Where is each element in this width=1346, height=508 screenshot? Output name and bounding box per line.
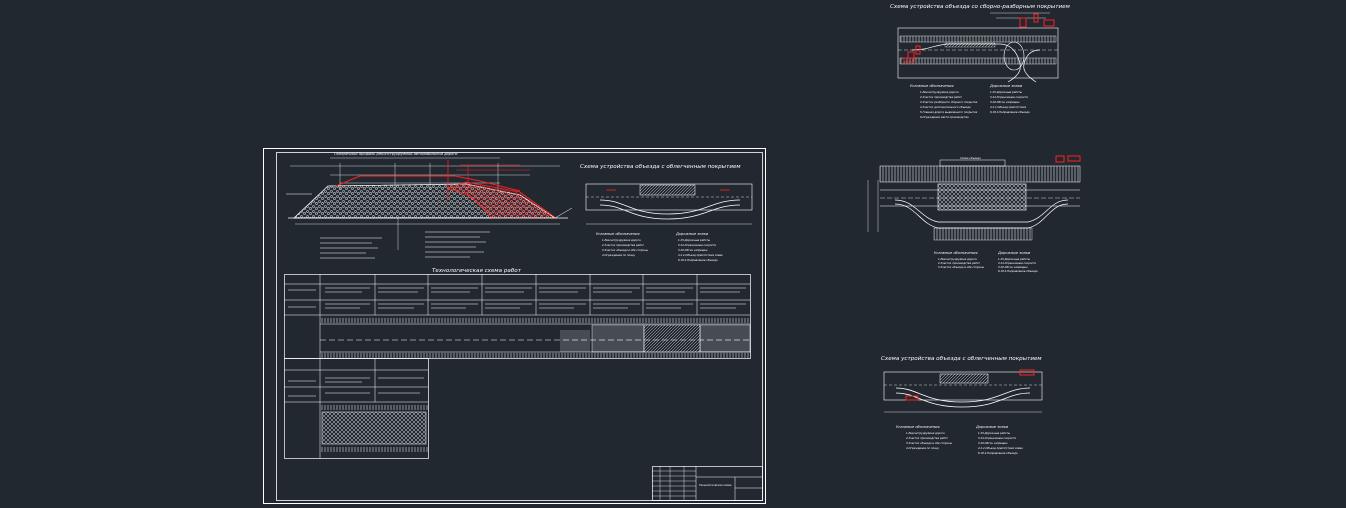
right-top-legend-item: 3-Участок разборного сборного покрытия (920, 100, 978, 104)
right-bottom-legend-left-title: Условные обозначения (896, 425, 940, 429)
detour-scheme-title: Схема устройства объезда с облегченным п… (580, 164, 741, 170)
right-middle-box-label: Схема объезда (960, 156, 981, 160)
right-top-legend-item: 4-Участок дополнительного объезда (920, 105, 971, 109)
main-legend-left-item: 2-Участок производства работ (602, 243, 644, 247)
right-top-legend-right-title: Дорожные знаки (989, 84, 1023, 88)
road-cross-section: Поперечный профиль реконструируемой авто… (286, 152, 573, 259)
right-middle-legend-right-item: 1.25-Дорожные работы (998, 257, 1030, 261)
right-middle-legend-right-item: 3.24-Ограничение скорости (998, 261, 1036, 265)
right-top-legend-right-item: 6.18.2-Направление объезда (990, 110, 1030, 114)
cross-section-notes (320, 218, 490, 259)
main-legend-left-title: Условные обозначения (596, 232, 640, 236)
main-legend-right-item: 6.18.2-Направление объезда (678, 258, 718, 262)
cross-section-title: Поперечный профиль реконструируемой авто… (334, 152, 458, 156)
right-middle-legend-right-title: Дорожные знаки (997, 251, 1031, 255)
main-legend-left-item: 4-Ограждение по плану (602, 253, 635, 257)
right-top-legend-left-title: Условные обозначения (910, 84, 954, 88)
technological-chart: Технологическая схема работ (284, 268, 751, 459)
main-legend-left-item: 3-Участок объезда в обе стороны (602, 248, 648, 252)
stamp-title: Технологическая схема (699, 483, 732, 487)
right-bottom-legend-right-item: 3.20-Обгон запрещен (978, 441, 1008, 445)
right-bottom-legend-item: 1-Реконструируемая дорога (906, 431, 945, 435)
main-legend-right-item: 3.20-Обгон запрещен (678, 248, 708, 252)
tech-chart-title: Технологическая схема работ (432, 268, 522, 274)
right-middle-legend-right-item: 3.20-Обгон запрещен (998, 265, 1028, 269)
main-drawing-sheet (263, 148, 766, 504)
right-bottom-legend-item: 2-Участок производства работ (906, 436, 948, 440)
right-bottom-legend: Условные обозначения 1-Реконструируемая … (896, 425, 1023, 455)
right-top-title: Схема устройства объезда со сборно-разбо… (890, 4, 1071, 10)
right-bottom-legend-right-item: 4.2.2-Объезд препятствия слева (978, 446, 1023, 450)
main-legend-right-item: 1.25-Дорожные работы (678, 238, 710, 242)
main-legend: Условные обозначения 1-Реконструируемая … (596, 232, 723, 262)
right-top-scheme: Схема устройства объезда со сборно-разбо… (890, 4, 1071, 83)
right-top-legend: Условные обозначения 1-Реконструируемая … (910, 84, 1030, 119)
main-legend-right-item: 4.2.2-Объезд препятствия слева (678, 253, 723, 257)
right-top-legend-right-item: 4.2.1-Объезд препятствия (990, 105, 1026, 109)
right-top-legend-item: 5-Главная дорога выделенного покрытия (920, 110, 978, 114)
right-middle-scheme: Схема объезда (867, 155, 1081, 241)
right-top-legend-right-item: 3.24-Ограничение скорости (990, 95, 1028, 99)
main-legend-left-item: 1-Реконструируемая дорога (602, 238, 641, 242)
sheet-inner-frame (276, 152, 763, 501)
right-bottom-title: Схема устройства объезда с облегченным п… (881, 356, 1042, 362)
title-block-stamp: Технологическая схема (652, 466, 763, 501)
right-bottom-legend-right-item: 6.18.2-Направление объезда (978, 451, 1018, 455)
right-middle-legend-item: 1-Реконструируемая дорога (938, 257, 977, 261)
main-legend-right-item: 3.24-Ограничение скорости (678, 243, 716, 247)
right-middle-legend-item: 3-Участок объезда в обе стороны (938, 265, 984, 269)
right-top-legend-right-item: 1.25-Дорожные работы (990, 90, 1022, 94)
right-top-legend-right-item: 3.20-Обгон запрещен (990, 100, 1020, 104)
right-middle-legend: Условные обозначения 1-Реконструируемая … (934, 251, 1038, 273)
right-middle-legend-item: 2-Участок производства работ (938, 261, 980, 265)
right-top-legend-item: 6-Ограждение места производства (920, 115, 969, 119)
main-legend-right-title: Дорожные знаки (675, 232, 709, 236)
right-bottom-legend-item: 3-Участок объезда в обе стороны (906, 441, 952, 445)
right-bottom-legend-right-title: Дорожные знаки (975, 425, 1009, 429)
right-bottom-legend-right-item: 3.24-Ограничение скорости (978, 436, 1016, 440)
right-top-legend-item: 1-Реконструируемая дорога (920, 90, 959, 94)
right-bottom-legend-item: 4-Ограждение по плану (906, 446, 939, 450)
right-middle-legend-right-item: 6.18.2-Направление объезда (998, 269, 1038, 273)
right-bottom-legend-right-item: 1.25-Дорожные работы (978, 431, 1010, 435)
right-top-legend-item: 2-Участок производства работ (920, 95, 962, 99)
right-bottom-scheme: Схема устройства объезда с облегченным п… (881, 356, 1042, 413)
right-middle-legend-left-title: Условные обозначения (934, 251, 978, 255)
main-detour-scheme: Схема устройства объезда с облегченным п… (580, 164, 753, 225)
sheet-outer-frame (263, 148, 766, 504)
